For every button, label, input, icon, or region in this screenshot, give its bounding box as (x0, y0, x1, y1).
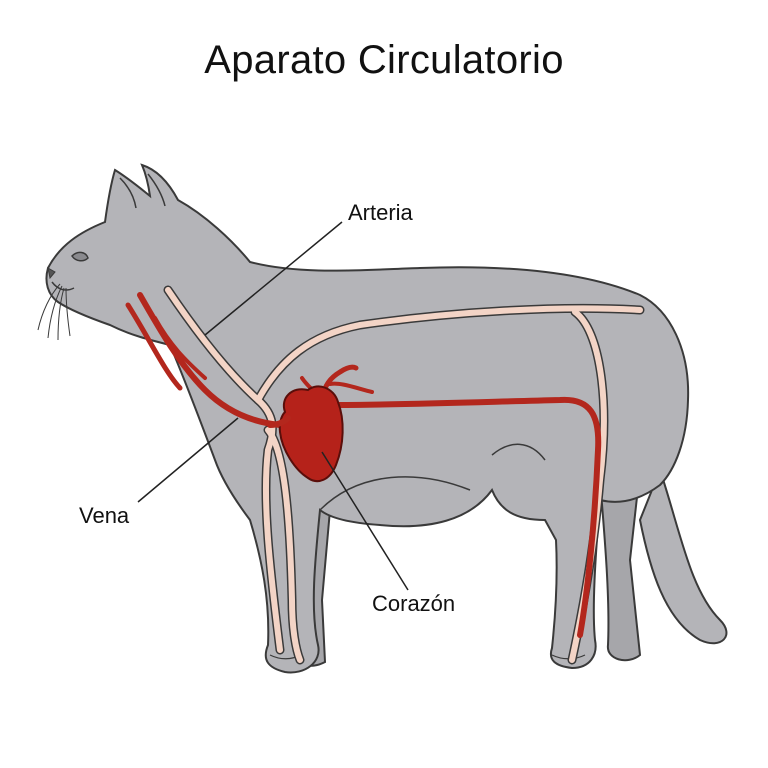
cat-ear-inner (119, 177, 137, 209)
cat-mouth (51, 281, 75, 291)
heart-vessel-stub (267, 415, 291, 428)
cat-belly-line (319, 476, 471, 511)
label-vena: Vena (79, 503, 130, 528)
vein-network (125, 292, 602, 638)
diagram-title: Aparato Circulatorio (204, 38, 564, 82)
cat-nose (47, 267, 56, 280)
cat-body (45, 163, 690, 674)
corazon-leader-line (321, 451, 409, 591)
arteria-leader-line (204, 221, 343, 336)
cat-tail (638, 467, 728, 645)
cat-ear-inner-2 (147, 173, 166, 207)
label-corazon: Corazón (372, 591, 456, 616)
heart-shape (278, 385, 344, 483)
cat-far-hind-leg (598, 468, 642, 662)
cat-whiskers (37, 283, 71, 341)
vena-leader-line (137, 417, 239, 503)
cat-hind-thigh-line (491, 443, 546, 461)
cat-eye (71, 251, 89, 262)
label-arteria: Arteria (348, 200, 413, 225)
